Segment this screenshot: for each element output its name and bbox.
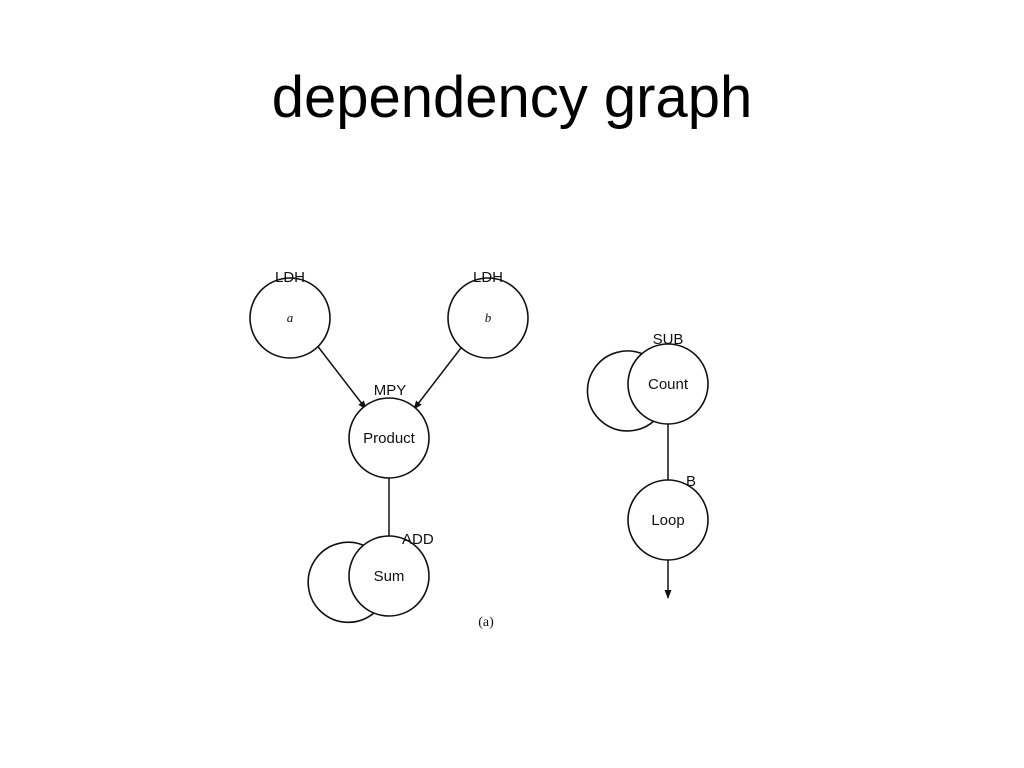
node-count: Count SUB bbox=[586, 331, 709, 432]
node-product-op-label: MPY bbox=[374, 382, 407, 399]
node-loop: Loop B bbox=[627, 473, 709, 561]
node-b-circle bbox=[447, 277, 529, 359]
node-sum-circle bbox=[348, 535, 430, 617]
node-count-op-label: SUB bbox=[653, 331, 684, 348]
node-sum: Sum ADD bbox=[307, 531, 434, 624]
node-b: b LDH bbox=[447, 269, 529, 359]
node-a-circle bbox=[249, 277, 331, 359]
figure-caption: (a) bbox=[478, 615, 494, 630]
node-loop-circle bbox=[627, 479, 709, 561]
edge-b-to-product bbox=[413, 343, 465, 410]
slide-title: dependency graph bbox=[271, 65, 753, 130]
node-a-op-label: LDH bbox=[275, 269, 305, 286]
node-b-op-label: LDH bbox=[473, 269, 503, 286]
node-b-label: b bbox=[485, 310, 492, 325]
node-product-label: Product bbox=[363, 430, 416, 447]
node-product-circle bbox=[348, 397, 430, 479]
node-a: a LDH bbox=[249, 269, 331, 359]
sum-self-loop bbox=[307, 541, 376, 624]
node-count-circle bbox=[627, 343, 709, 425]
edge-a-to-product bbox=[315, 343, 367, 410]
node-sum-label: Sum bbox=[374, 568, 405, 585]
node-loop-label: Loop bbox=[651, 512, 684, 529]
node-count-label: Count bbox=[648, 376, 689, 393]
node-product: Product MPY bbox=[348, 382, 430, 479]
node-a-label: a bbox=[287, 310, 294, 325]
node-loop-op-label: B bbox=[686, 473, 696, 490]
count-self-loop bbox=[586, 350, 656, 432]
node-sum-op-label: ADD bbox=[402, 531, 434, 548]
